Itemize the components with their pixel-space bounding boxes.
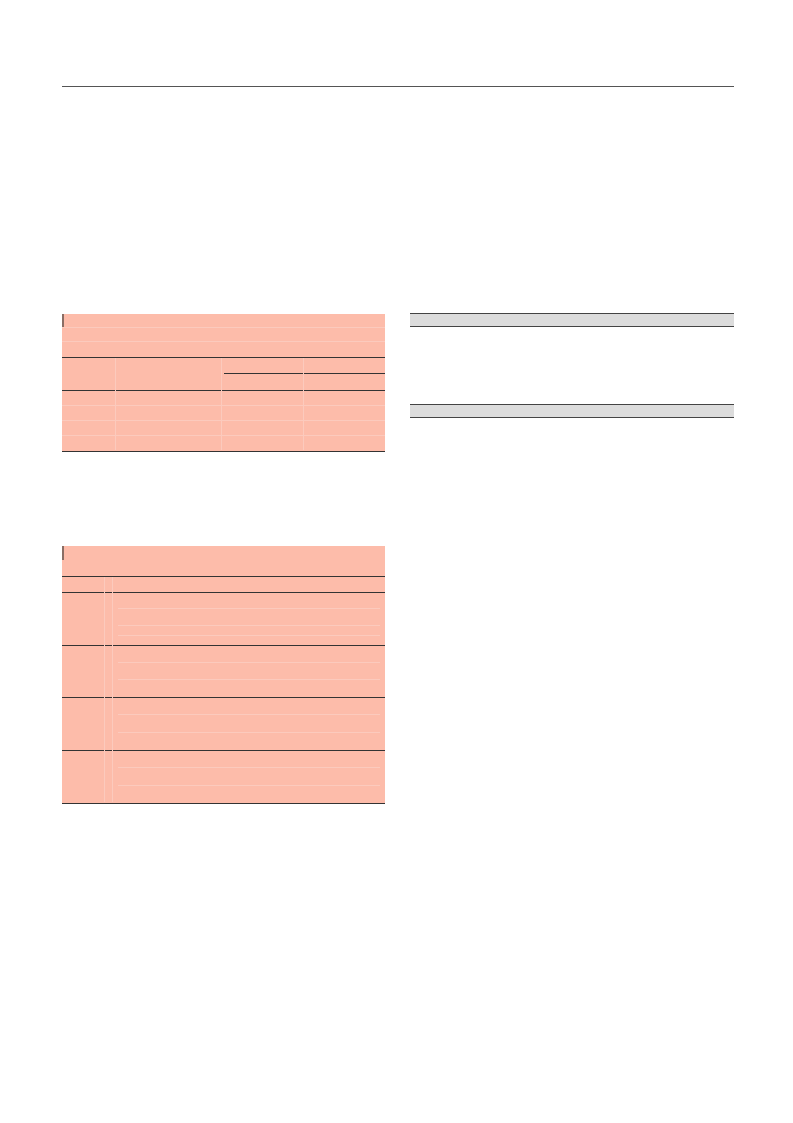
table-1-col-sep (303, 358, 304, 450)
table-2-group-rule (62, 697, 385, 698)
table-2-row-line (118, 625, 380, 626)
table-2-row-line (118, 635, 380, 636)
table-2-col-sep (112, 577, 113, 802)
table-1-row-line (62, 435, 385, 436)
table-1 (62, 314, 385, 452)
table-2-row-line (118, 662, 380, 663)
table-1-header-sub-rule (224, 373, 385, 374)
table-1-row-line (62, 405, 385, 406)
table-2-row-line (118, 732, 380, 733)
right-panel-box-2 (410, 404, 734, 418)
table-2-group-rule (62, 750, 385, 751)
table-2-row-line (118, 608, 380, 609)
table-1-stripe (62, 341, 385, 342)
table-2-row-line (118, 679, 380, 680)
header-title (62, 87, 63, 88)
table-2-col-sep (104, 577, 105, 802)
table-2-row-line (118, 767, 380, 768)
right-panel-box-1 (410, 313, 734, 327)
right-panel-box-2-label (410, 405, 411, 406)
table-1-header-top-rule (62, 357, 385, 358)
table-2-header-top-rule (62, 576, 385, 577)
right-panel-box-1-label (410, 314, 411, 315)
table-1-row-line (62, 420, 385, 421)
table-2-row-line (118, 785, 380, 786)
table-1-col-sep (221, 358, 222, 450)
table-2-header-bottom-rule (62, 592, 385, 593)
table-1-stripe (62, 327, 385, 328)
table-2-marker (62, 546, 64, 560)
table-2-group-rule (62, 645, 385, 646)
table-1-marker (62, 314, 64, 328)
header-rule (62, 86, 734, 87)
table-1-col-sep (115, 358, 116, 450)
table-1-header-bottom-rule (62, 390, 385, 391)
table-2 (62, 546, 385, 804)
table-2-row-line (118, 714, 380, 715)
